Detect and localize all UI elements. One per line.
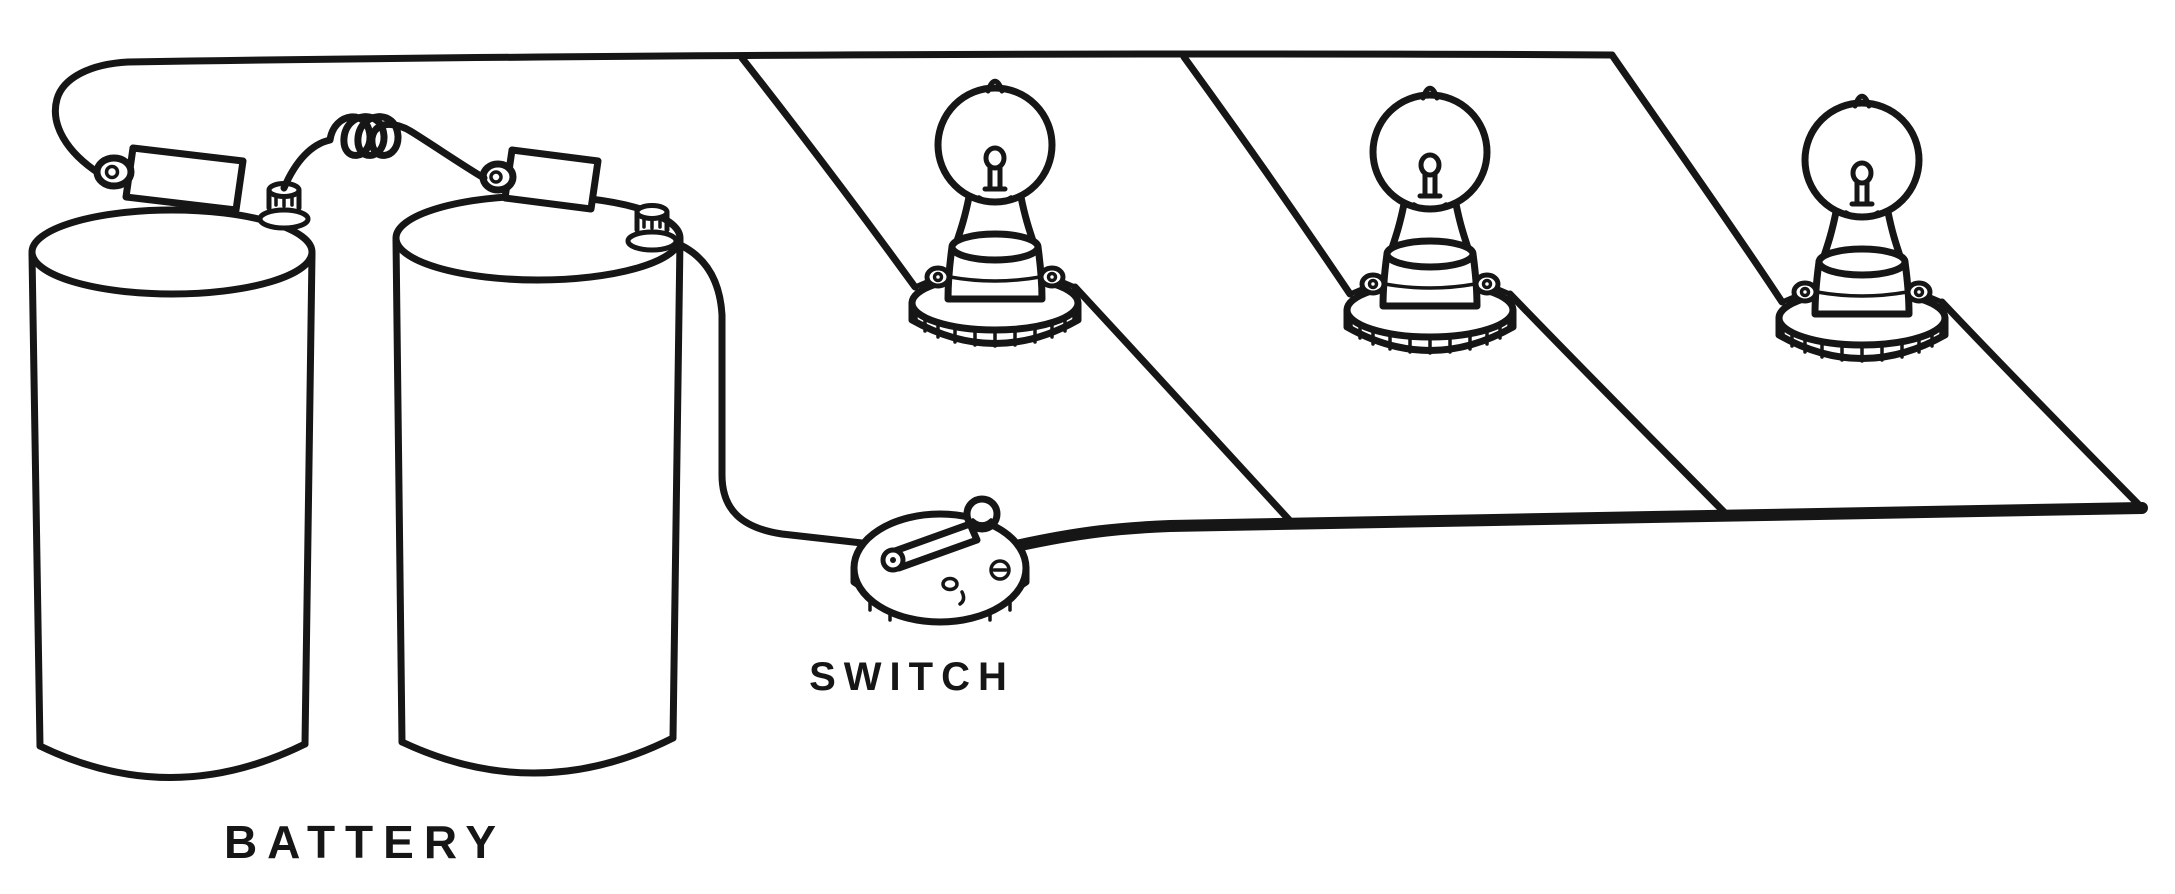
cell-left-sides — [28, 250, 316, 750]
bottom-bus-wire — [1010, 502, 2148, 552]
cell-right-sides — [392, 236, 684, 746]
lamp-3 — [1779, 96, 1945, 361]
battery-cell-left — [28, 206, 316, 781]
cell-left-bottom — [36, 740, 309, 781]
terminal-post-right — [625, 203, 679, 253]
return-wire-1 — [1071, 283, 1296, 527]
feed-wire-3 — [1608, 51, 1786, 306]
switch — [850, 495, 1030, 626]
switch-label: SWITCH — [809, 655, 1015, 699]
post-left-foot — [257, 207, 311, 231]
switch-base-top — [850, 510, 1030, 626]
post-right-foot — [625, 229, 679, 253]
terminal-plate-left — [93, 144, 247, 214]
feed-wire-2 — [1180, 53, 1354, 298]
return-wire-3 — [1938, 298, 2146, 512]
plate-left-knob-dot — [104, 164, 120, 180]
battery-cell-right — [392, 192, 684, 777]
post-left-knurl — [274, 194, 294, 208]
switch-contact-center — [941, 576, 959, 592]
top-bus-wire — [52, 50, 1616, 178]
plate-right — [501, 146, 602, 213]
post-right-knurl — [642, 216, 662, 230]
return-wire-2 — [1506, 290, 1732, 520]
lamp-2 — [1347, 88, 1513, 353]
connector-coil-wire — [280, 113, 488, 192]
feed-wire-1 — [738, 54, 919, 291]
switch-knob-shade — [971, 518, 993, 526]
switch-pivot-dot — [890, 557, 896, 563]
post-right-stem-top — [634, 203, 670, 221]
switch-contact-mark — [958, 590, 966, 606]
terminal-plate-right — [479, 146, 602, 213]
plate-right-knob-dot — [489, 170, 503, 184]
plate-right-knob — [479, 160, 517, 194]
cell-right-bottom — [398, 734, 677, 777]
battery-to-switch-wire — [664, 236, 866, 547]
plate-left — [122, 144, 247, 214]
plate-left-knob — [93, 154, 135, 190]
battery-label: BATTERY — [224, 816, 506, 868]
lamp-1 — [912, 81, 1078, 346]
